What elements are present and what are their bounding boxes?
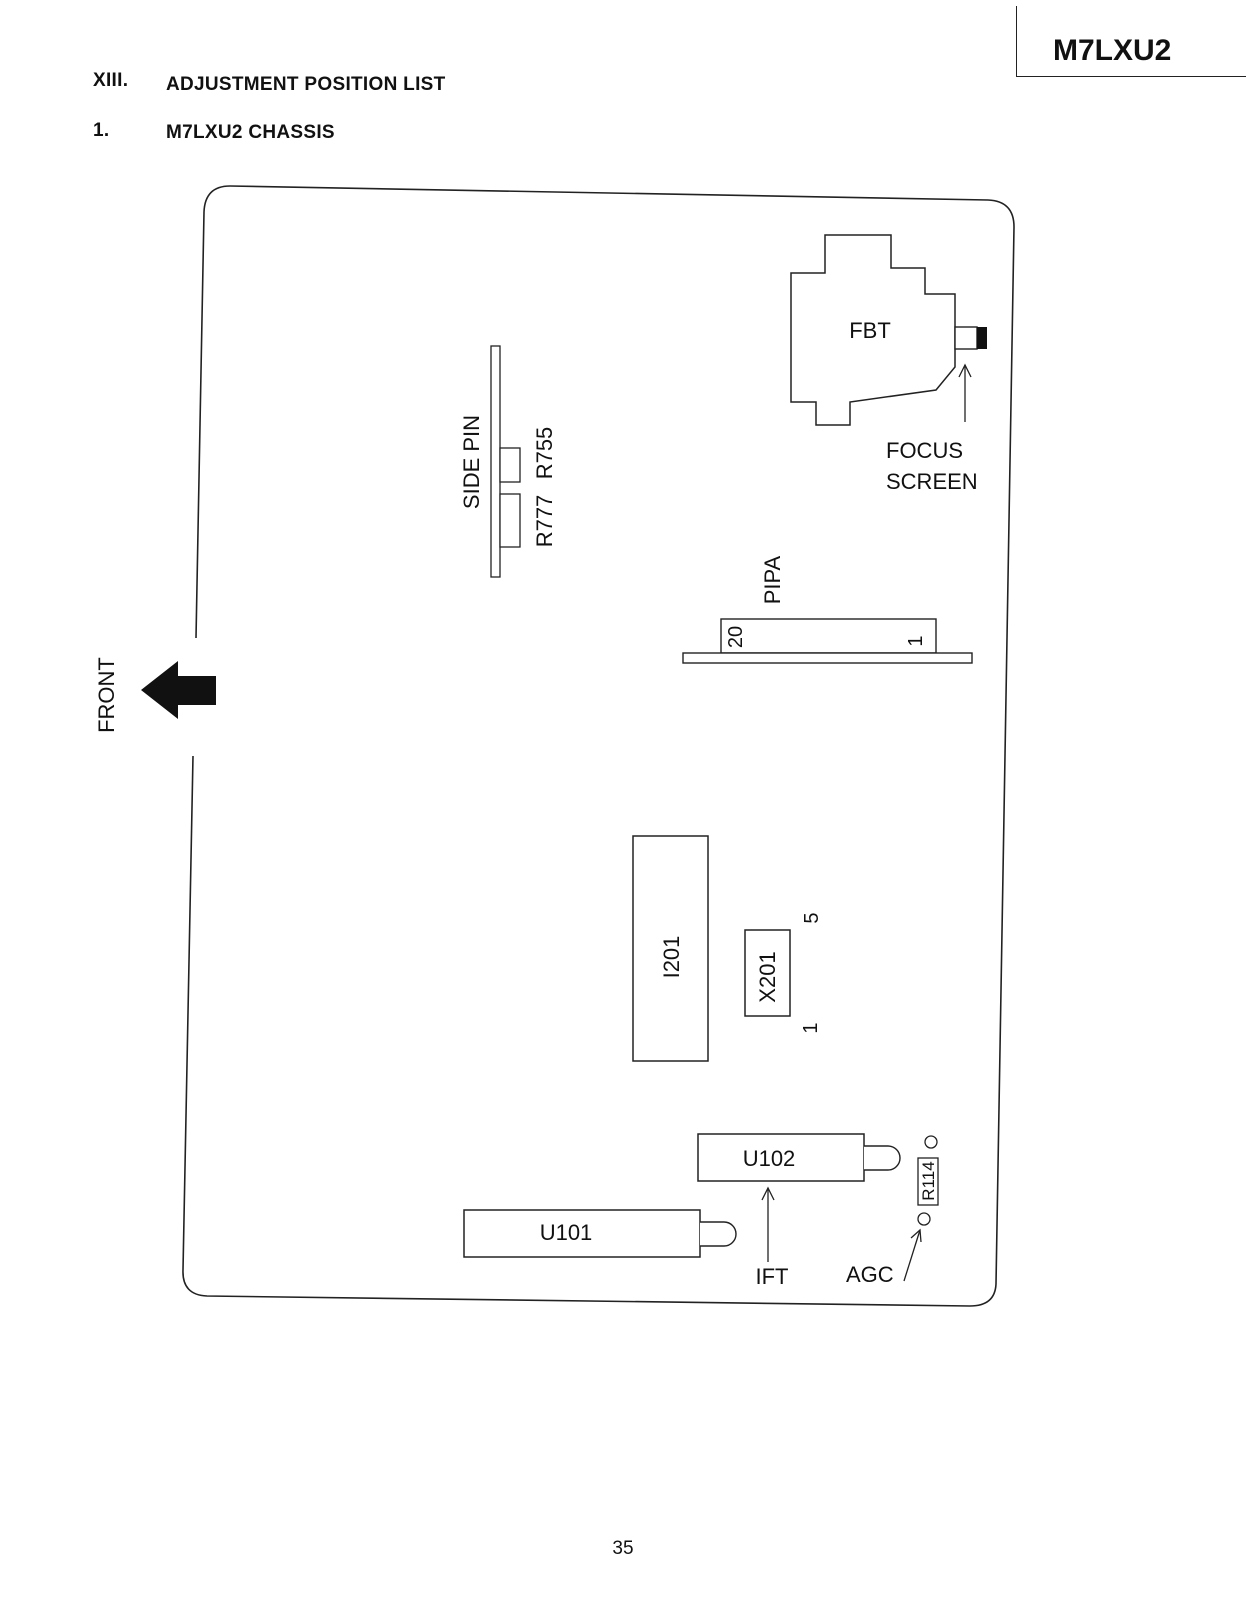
model-box: M7LXU2 bbox=[1016, 6, 1246, 77]
x201-label: X201 bbox=[755, 951, 780, 1002]
ift-label: IFT bbox=[756, 1264, 789, 1289]
r114-pad-top bbox=[924, 1135, 938, 1149]
u102-knob bbox=[864, 1145, 901, 1171]
r114-pad-bottom bbox=[917, 1212, 931, 1226]
section-number: XIII. bbox=[93, 70, 129, 91]
focus-label: FOCUS bbox=[886, 438, 963, 463]
pipa-label: PIPA bbox=[760, 555, 785, 604]
agc-arrow-line bbox=[903, 1229, 921, 1282]
fbt-knob bbox=[954, 326, 978, 350]
page-number: 35 bbox=[612, 1538, 634, 1559]
chassis-outline bbox=[182, 185, 1015, 1307]
pipa-pin-20-label: 20 bbox=[725, 626, 747, 648]
pipa-base bbox=[682, 652, 973, 664]
section-title: ADJUSTMENT POSITION LIST bbox=[166, 74, 446, 95]
fbt-block bbox=[790, 234, 956, 426]
i201-block bbox=[632, 835, 709, 1062]
u101-knob bbox=[700, 1221, 737, 1247]
side-pin-board bbox=[490, 345, 501, 578]
x201-pin-5-label: 5 bbox=[801, 912, 823, 923]
r755-resistor bbox=[499, 447, 521, 483]
r114-label: R114 bbox=[919, 1161, 938, 1200]
agc-label: AGC bbox=[846, 1262, 894, 1287]
screen-label: SCREEN bbox=[886, 469, 978, 494]
fbt-label: FBT bbox=[849, 318, 891, 343]
r755-label: R755 bbox=[532, 427, 557, 480]
front-label: FRONT bbox=[94, 657, 119, 733]
u101-block bbox=[463, 1209, 701, 1258]
model-label: M7LXU2 bbox=[1053, 34, 1172, 67]
ift-arrow-head bbox=[761, 1186, 775, 1201]
u101-label: U101 bbox=[540, 1220, 593, 1245]
subsection-number: 1. bbox=[93, 120, 110, 141]
u102-label: U102 bbox=[743, 1146, 796, 1171]
front-arrow-icon bbox=[141, 661, 216, 719]
r114-resistor bbox=[917, 1157, 939, 1206]
side-pin-label: SIDE PIN bbox=[459, 415, 484, 509]
i201-label: I201 bbox=[659, 936, 684, 979]
fbt-knob-end bbox=[977, 327, 987, 349]
r777-label: R777 bbox=[532, 495, 557, 548]
pipa-connector bbox=[720, 618, 937, 654]
x201-pin-1-label: 1 bbox=[800, 1022, 822, 1033]
pipa-pin-1-label: 1 bbox=[905, 635, 927, 646]
u102-block bbox=[697, 1133, 865, 1182]
x201-block bbox=[744, 929, 791, 1017]
r777-resistor bbox=[499, 493, 521, 548]
focus-arrow-head bbox=[958, 363, 972, 378]
agc-arrow-head bbox=[910, 1228, 922, 1243]
subsection-title: M7LXU2 CHASSIS bbox=[166, 122, 335, 143]
